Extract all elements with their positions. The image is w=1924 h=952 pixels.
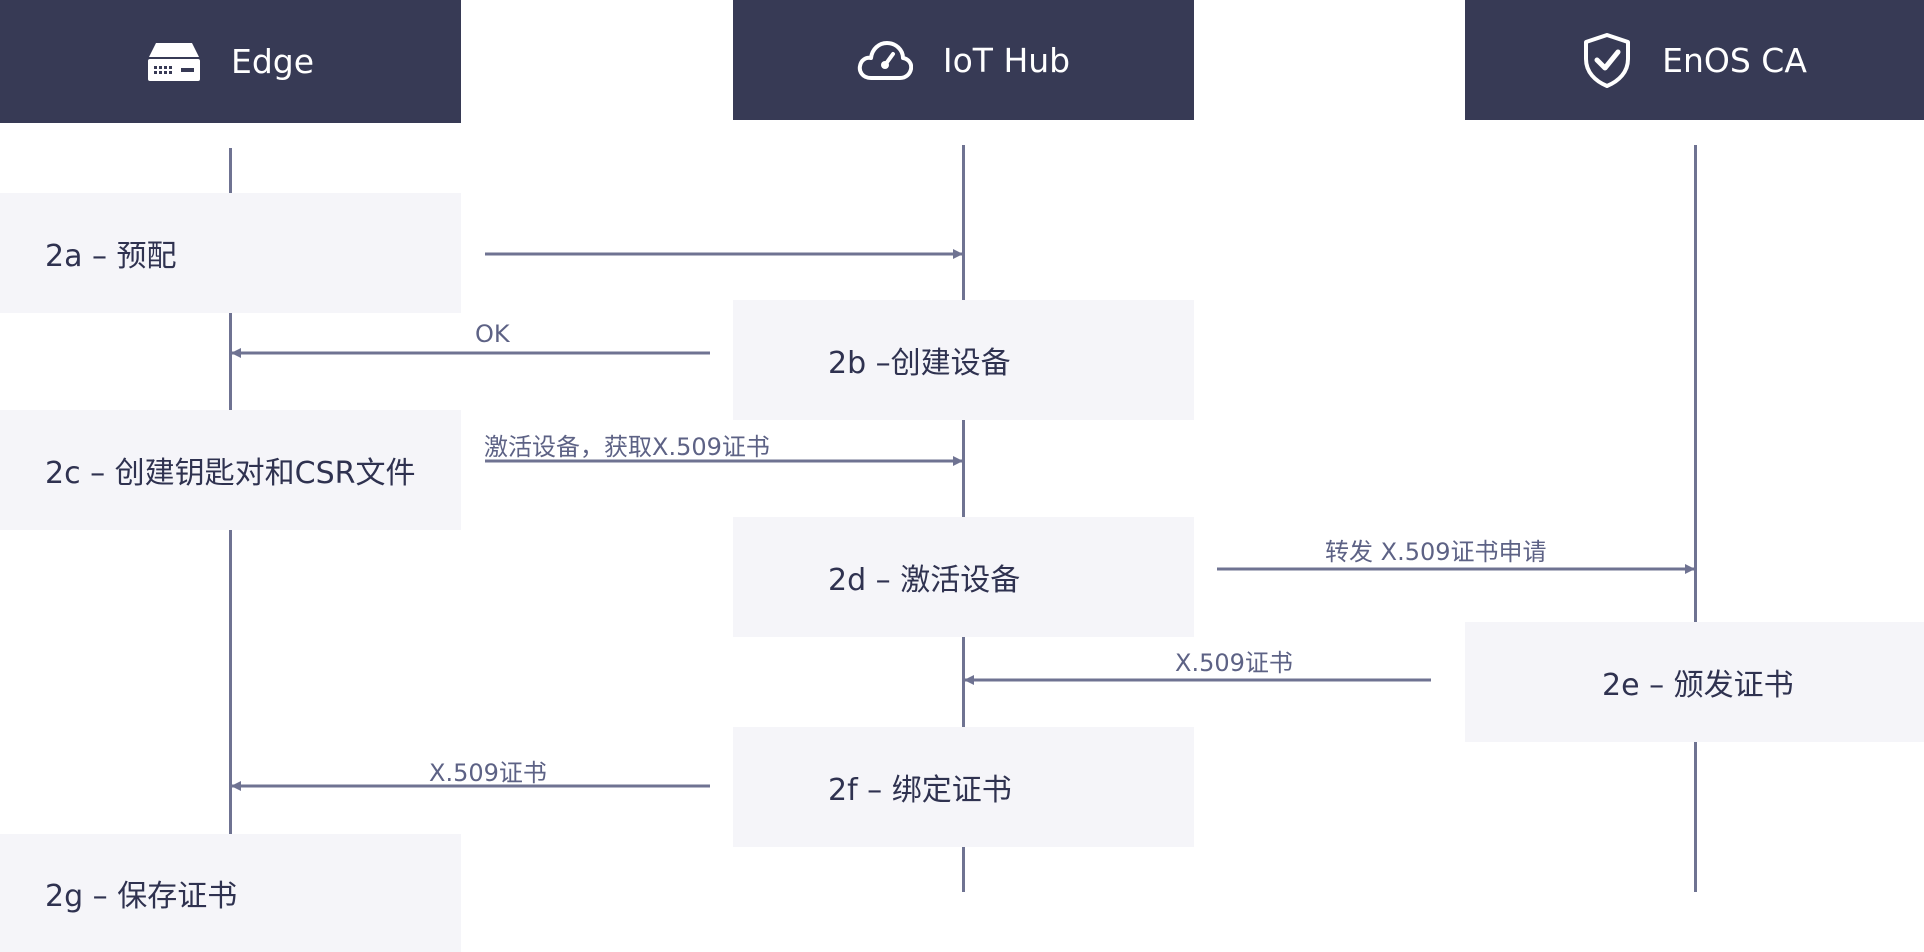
step-2a: 2a – 预配 bbox=[0, 193, 461, 313]
step-label: 2a – 预配 bbox=[45, 239, 177, 274]
message-cert-to-hub: X.509证书 bbox=[1175, 649, 1293, 677]
message-ok: OK bbox=[475, 320, 510, 348]
step-2c: 2c – 创建钥匙对和CSR文件 bbox=[0, 410, 461, 530]
server-icon bbox=[147, 41, 201, 83]
step-label: 2d – 激活设备 bbox=[828, 563, 1021, 598]
participant-label-iot-hub: IoT Hub bbox=[942, 40, 1071, 80]
step-2e: 2e – 颁发证书 bbox=[1465, 622, 1924, 742]
step-label: 2g – 保存证书 bbox=[45, 879, 238, 914]
participant-iot-hub: IoT Hub bbox=[733, 0, 1194, 120]
message-forward: 转发 X.509证书申请 bbox=[1325, 538, 1547, 566]
step-2d: 2d – 激活设备 bbox=[733, 517, 1194, 637]
step-label: 2e – 颁发证书 bbox=[1602, 668, 1794, 703]
lifeline-enos-ca bbox=[1694, 145, 1697, 892]
step-2f: 2f – 绑定证书 bbox=[733, 727, 1194, 847]
participant-label-edge: Edge bbox=[230, 42, 315, 81]
message-activate: 激活设备，获取X.509证书 bbox=[484, 433, 770, 461]
step-label: 2b –创建设备 bbox=[828, 346, 1011, 381]
step-2g: 2g – 保存证书 bbox=[0, 834, 461, 952]
message-cert-to-edge: X.509证书 bbox=[429, 759, 547, 787]
participant-edge: Edge bbox=[0, 0, 461, 123]
cloud-icon bbox=[857, 38, 913, 82]
step-label: 2f – 绑定证书 bbox=[828, 773, 1012, 808]
step-2b: 2b –创建设备 bbox=[733, 300, 1194, 420]
participant-enos-ca: EnOS CA bbox=[1465, 0, 1924, 120]
step-label: 2c – 创建钥匙对和CSR文件 bbox=[45, 456, 416, 491]
shield-check-icon bbox=[1582, 32, 1632, 88]
participant-label-enos-ca: EnOS CA bbox=[1662, 40, 1807, 80]
